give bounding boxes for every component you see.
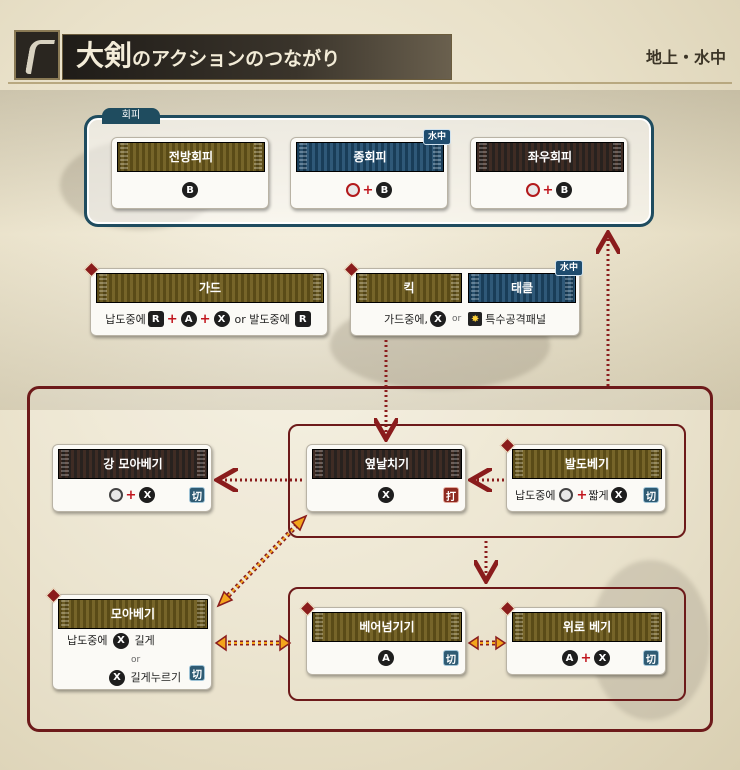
plus-icon: + [576,487,588,503]
card-title: 발도베기 [512,449,662,479]
card-input: X [311,483,461,507]
r-button-icon: R [147,311,164,327]
card-input: B [116,176,264,204]
strong-charge-slash-card: 강 모아베기 +X 切 [52,444,212,512]
card-title: 강 모아베기 [58,449,208,479]
input-line-or: or [67,650,144,669]
input-suffix: 특수공격패널 [485,313,546,326]
card-title: 전방회피 [117,142,265,172]
analog-stick-icon [559,488,574,502]
x-button-icon: X [139,487,156,503]
blunt-damage-icon: 打 [443,487,459,503]
card-input: 가드중에, X or ✸ 특수공격패널 [355,307,575,331]
analog-stick-icon [345,183,360,197]
a-button-icon: A [561,650,578,666]
title-suffix: のアクションのつながり [132,48,341,70]
header-divider [8,82,732,84]
card-input: A [311,646,461,670]
x-button-icon: X [594,650,611,666]
side-roll-card: 좌우회피 +B [470,137,628,209]
plus-icon: + [166,311,178,327]
input-line-2: X 길게누르기 [67,669,181,687]
card-input: 납도중에 X 길게 or X 길게누르기 [57,632,207,687]
overhead-slash-card: 베어넘기기 A 切 [299,600,466,675]
x-button-icon: X [430,311,447,327]
vertical-roll-card: 종회피 水中 +B [290,129,451,209]
analog-stick-icon [525,183,540,197]
input-duration: 길게누르기 [130,670,182,684]
cut-damage-icon: 切 [189,665,205,681]
x-button-icon: X [610,487,627,503]
a-button-icon: A [378,650,394,666]
card-title: 가드 [96,273,324,303]
kick-title: 킥 [356,273,462,303]
great-sword-icon [14,30,60,80]
upswing-card: 위로 베기 A+X 切 [499,600,666,675]
special-attack-panel-icon: ✸ [468,312,483,326]
page-header: 大剣のアクションのつながり 地上・水中 [8,26,732,84]
input-prefix: 납도중에 [515,489,556,502]
input-prefix: 납도중에 [105,313,146,326]
x-button-icon: X [109,669,125,686]
analog-stick-icon [108,488,123,502]
evasion-group-label: 회피 [102,108,160,124]
card-input: +B [295,176,443,204]
input-prefix: 가드중에, [384,313,429,326]
environment-label: 地上・水中 [645,48,726,67]
plus-icon: + [362,182,374,198]
input-prefix: 납도중에 [67,633,108,647]
underwater-badge: 水中 [555,260,583,276]
or-label: or [131,654,141,665]
card-title: 모아베기 [58,599,208,629]
card-input: 납도중에 R+A+X or 발도중에 R [95,307,323,331]
input-alternative: or 발도중에 [234,313,290,326]
card-title: 위로 베기 [512,612,662,642]
tackle-title: 태클 [468,273,576,303]
b-button-icon: B [556,182,573,198]
card-input: +X [57,483,207,507]
kick-tackle-card: 킥 태클 水中 가드중에, X or ✸ 특수공격패널 [343,260,583,336]
side-swing-card: 옆날치기 X 打 [306,444,466,512]
guard-card: 가드 납도중에 R+A+X or 발도중에 R [83,261,328,336]
plus-icon: + [580,650,592,666]
r-button-icon: R [294,311,311,327]
x-button-icon: X [378,487,394,503]
input-line-1: 납도중에 X 길게 [67,632,155,650]
card-title: 종회피 [296,142,444,172]
weapon-name: 大剣 [76,39,133,72]
cut-damage-icon: 切 [443,650,459,666]
charge-slash-card: 모아베기 납도중에 X 길게 or X 길게누르기 切 [45,587,212,690]
title-bar [62,34,452,80]
plus-icon: + [125,487,137,503]
page-title: 大剣のアクションのつながり [76,36,340,76]
cut-damage-icon: 切 [643,650,659,666]
card-title: 베어넘기기 [312,612,462,642]
x-button-icon: X [112,632,129,649]
input-duration: 길게 [134,633,155,647]
b-button-icon: B [182,182,198,198]
forward-roll-card: 전방회피 B [111,137,269,209]
underwater-badge: 水中 [423,129,451,145]
card-input: +B [475,176,623,204]
plus-icon: + [199,311,211,327]
or-label: or [452,314,462,324]
card-title: 좌우회피 [476,142,624,172]
a-button-icon: A [180,311,197,327]
card-title: 옆날치기 [312,449,462,479]
x-button-icon: X [213,311,230,327]
cut-damage-icon: 切 [643,487,659,503]
b-button-icon: B [376,182,393,198]
card-input: A+X [511,646,661,670]
input-duration: 짧게 [588,489,609,502]
cut-damage-icon: 切 [189,487,205,503]
plus-icon: + [542,182,554,198]
